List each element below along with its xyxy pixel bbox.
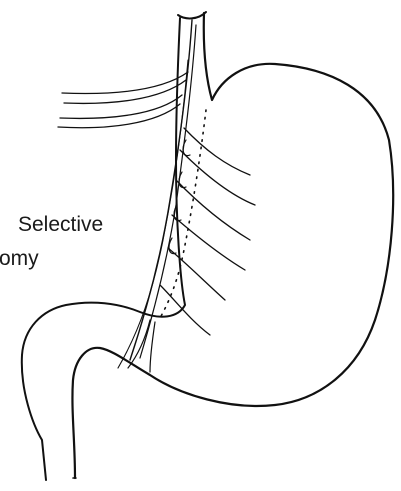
gastric-branch-5 xyxy=(168,248,225,300)
gastric-branch-1 xyxy=(184,128,250,175)
gastric-branch-3 xyxy=(176,180,250,240)
twig-1 xyxy=(183,140,190,156)
oesophagus-top xyxy=(178,12,206,18)
gastric-branch-2 xyxy=(180,150,255,205)
pyloric-branch-2 xyxy=(150,322,155,372)
stomach-outline xyxy=(72,13,393,478)
caption-line-1: Selective xyxy=(18,213,103,237)
nerve-bundle-3 xyxy=(60,95,182,118)
gastric-branch-6 xyxy=(160,285,210,335)
twig-2 xyxy=(179,172,186,188)
caption-line-2: omy xyxy=(0,247,39,271)
pyloric-branch-1 xyxy=(128,320,150,368)
